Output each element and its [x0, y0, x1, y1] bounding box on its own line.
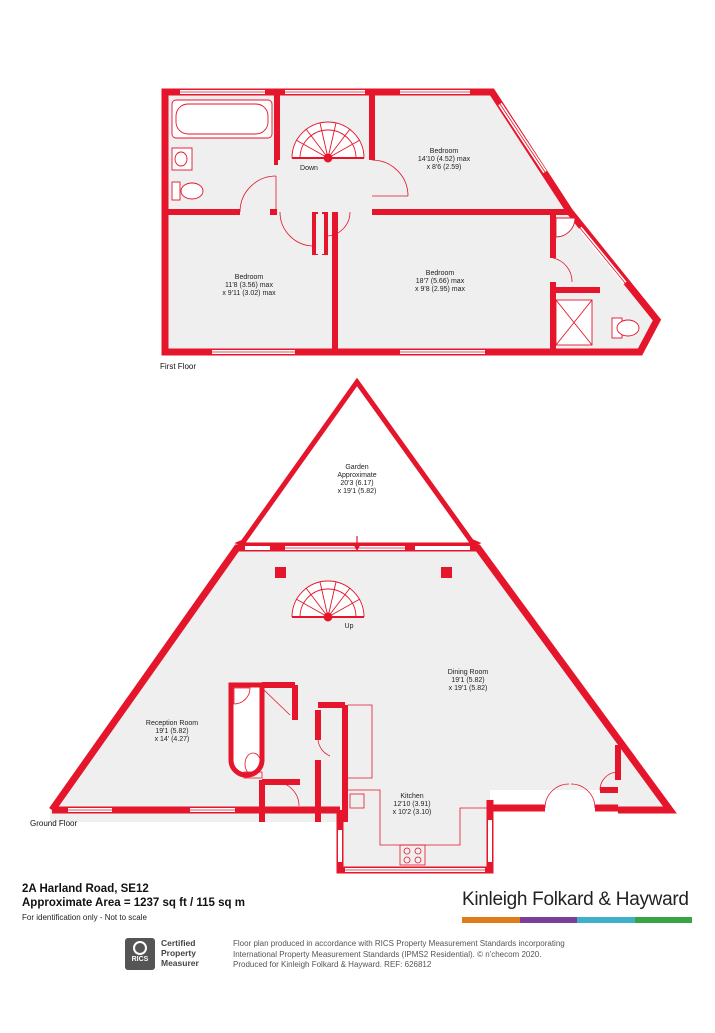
brand-bar-orange [462, 917, 520, 923]
garden-dim1: 20'3 (6.17) [340, 480, 373, 487]
rics-badge: RICS Certified Property Measurer [125, 938, 225, 970]
rics-line-1: Certified [161, 938, 196, 948]
bedroom-2-dim2: x 9'11 (3.02) max [222, 290, 276, 297]
property-area: Approximate Area = 1237 sq ft / 115 sq m [22, 897, 245, 909]
disclaimer: Floor plan produced in accordance with R… [233, 939, 613, 971]
ground-floor-internal-walls [259, 682, 621, 822]
rics-certified-text: Certified Property Measurer [161, 938, 199, 968]
property-info: 2A Harland Road, SE12 Approximate Area =… [22, 882, 245, 910]
bedroom-1-name: Bedroom [430, 148, 459, 155]
rics-line-2: Property [161, 948, 196, 958]
scale-note: For identification only - Not to scale [22, 913, 147, 922]
first-floor-bathroom-fixtures [171, 99, 640, 346]
first-floor-label: First Floor [160, 362, 196, 371]
rics-ring-icon [133, 941, 147, 955]
rics-line-3: Measurer [161, 958, 199, 968]
brand-color-bar [462, 917, 692, 923]
reception-room-dim1: 19'1 (5.82) [155, 728, 188, 735]
first-floor-window-lines [180, 91, 626, 353]
bedroom-2-dim1: 11'8 (3.56) max [225, 282, 273, 289]
stairs-up-label: Up [345, 623, 354, 630]
garden-arrows [234, 536, 482, 552]
garden-name: Garden [345, 464, 368, 471]
garden-approximate: Approximate [337, 472, 376, 479]
disclaimer-line-2: International Property Measurement Stand… [233, 949, 542, 959]
disclaimer-line-1: Floor plan produced in accordance with R… [233, 939, 565, 948]
rics-logo: RICS [125, 938, 155, 970]
ground-floor-window-lines [68, 547, 485, 871]
brand-bar-teal [577, 917, 635, 923]
ground-floor-spiral-stair [291, 580, 365, 622]
dining-room-name: Dining Room [448, 669, 489, 676]
kitchen-name: Kitchen [400, 793, 423, 800]
dining-room-dim2: x 19'1 (5.82) [449, 685, 488, 692]
brand-bar-green [634, 917, 692, 923]
dining-room-dim1: 19'1 (5.82) [451, 677, 484, 684]
first-floor-internal-walls [165, 92, 600, 352]
column-right [441, 567, 452, 578]
bedroom-1-dim2: x 8'6 (2.59) [427, 164, 462, 171]
bedroom-3-name: Bedroom [426, 270, 455, 277]
rics-logo-text: RICS [131, 956, 149, 963]
first-floor-doors [239, 159, 573, 283]
reception-room-name: Reception Room [146, 720, 198, 727]
ground-floor-wc [228, 682, 291, 779]
kitchen-dim2: x 10'2 (3.10) [393, 809, 432, 816]
bedroom-3-dim2: x 9'8 (2.95) max [415, 286, 465, 293]
bedroom-1-dim1: 14'10 (4.52) max [418, 156, 471, 163]
ground-floor-plan: Garden Approximate 20'3 (6.17) x 19'1 (5… [30, 377, 677, 874]
property-address: 2A Harland Road, SE12 [22, 883, 149, 895]
bedroom-2-name: Bedroom [235, 274, 264, 281]
first-floor-plan: Down Bedroom 14'10 (4.52) max x 8'6 (2.5… [160, 88, 662, 371]
first-floor-outer-wall [161, 88, 662, 356]
disclaimer-line-3: Produced for Kinleigh Folkard & Hayward.… [233, 960, 432, 969]
kitchen-dim1: 12'10 (3.91) [393, 801, 430, 808]
garden-dim2: x 19'1 (5.82) [338, 488, 377, 495]
brand-name: Kinleigh Folkard & Hayward [462, 889, 689, 910]
ground-floor-doors [274, 739, 619, 809]
column-left [275, 567, 286, 578]
brand-bar-purple [519, 917, 577, 923]
reception-room-dim2: x 14' (4.27) [155, 736, 190, 743]
first-floor-spiral-stair [291, 121, 365, 163]
kitchen-counter [348, 704, 488, 866]
stairs-down-label: Down [300, 165, 318, 172]
ground-floor-label: Ground Floor [30, 819, 77, 828]
bedroom-3-dim1: 18'7 (5.66) max [416, 278, 465, 285]
ground-floor-area [50, 548, 670, 870]
